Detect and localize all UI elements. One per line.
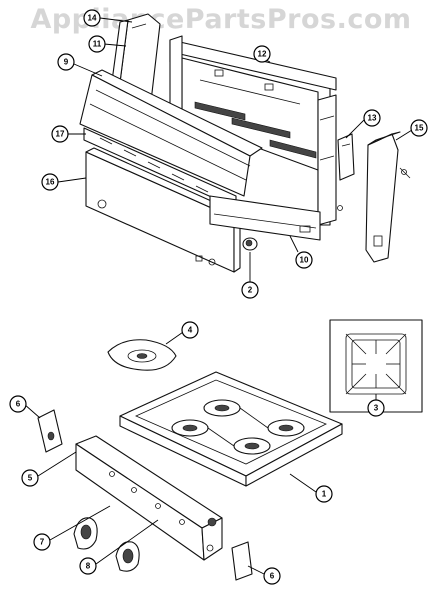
callout-5: 5	[21, 469, 39, 487]
callout-7-label: 7	[40, 538, 45, 547]
part-7-knob	[73, 517, 98, 550]
callout-2-label: 2	[248, 286, 253, 295]
callout-6-upper: 6	[9, 395, 27, 413]
callout-4: 4	[181, 321, 199, 339]
part-12-rear-frame	[169, 35, 343, 226]
callout-16: 16	[41, 173, 59, 191]
callout-7: 7	[33, 533, 51, 551]
callout-1: 1	[315, 485, 333, 503]
callout-17: 17	[51, 125, 69, 143]
callout-1-label: 1	[322, 490, 327, 499]
callout-6-lower-label: 6	[270, 572, 275, 581]
callout-13: 13	[363, 109, 381, 127]
part-6-end-trim-lower	[231, 541, 253, 581]
callout-15: 15	[410, 119, 428, 137]
callout-3-label: 3	[374, 404, 379, 413]
part-2-clip	[242, 237, 258, 251]
callout-10-label: 10	[300, 256, 309, 265]
callout-11-label: 11	[93, 40, 102, 49]
part-1-main-top	[119, 371, 343, 487]
callout-8: 8	[79, 557, 97, 575]
callout-10: 10	[295, 251, 313, 269]
callout-12-label: 12	[258, 50, 267, 59]
callout-4-label: 4	[188, 326, 193, 335]
callout-3: 3	[367, 399, 385, 417]
part-15-right-end-cap	[365, 131, 411, 263]
part-4-burner-seal	[107, 339, 177, 371]
part-6-end-trim-upper	[37, 409, 63, 453]
callout-11: 11	[88, 35, 106, 53]
callout-14-label: 14	[88, 14, 97, 23]
callout-15-label: 15	[415, 124, 424, 133]
callout-9: 9	[57, 53, 75, 71]
part-13-bracket	[337, 133, 355, 181]
callout-12: 12	[253, 45, 271, 63]
callout-6-upper-label: 6	[16, 400, 21, 409]
part-5-manifold-panel	[75, 435, 223, 561]
callout-17-label: 17	[56, 130, 65, 139]
callout-8-label: 8	[86, 562, 91, 571]
callout-6-lower: 6	[263, 567, 281, 585]
part-8-knob	[115, 541, 140, 572]
callout-2: 2	[241, 281, 259, 299]
callout-14: 14	[83, 9, 101, 27]
callout-9-label: 9	[64, 58, 69, 67]
part-9-backguard	[79, 69, 263, 197]
callout-16-label: 16	[46, 178, 55, 187]
callout-13-label: 13	[368, 114, 377, 123]
part-10-trim-strip	[209, 195, 321, 241]
callout-5-label: 5	[28, 474, 33, 483]
